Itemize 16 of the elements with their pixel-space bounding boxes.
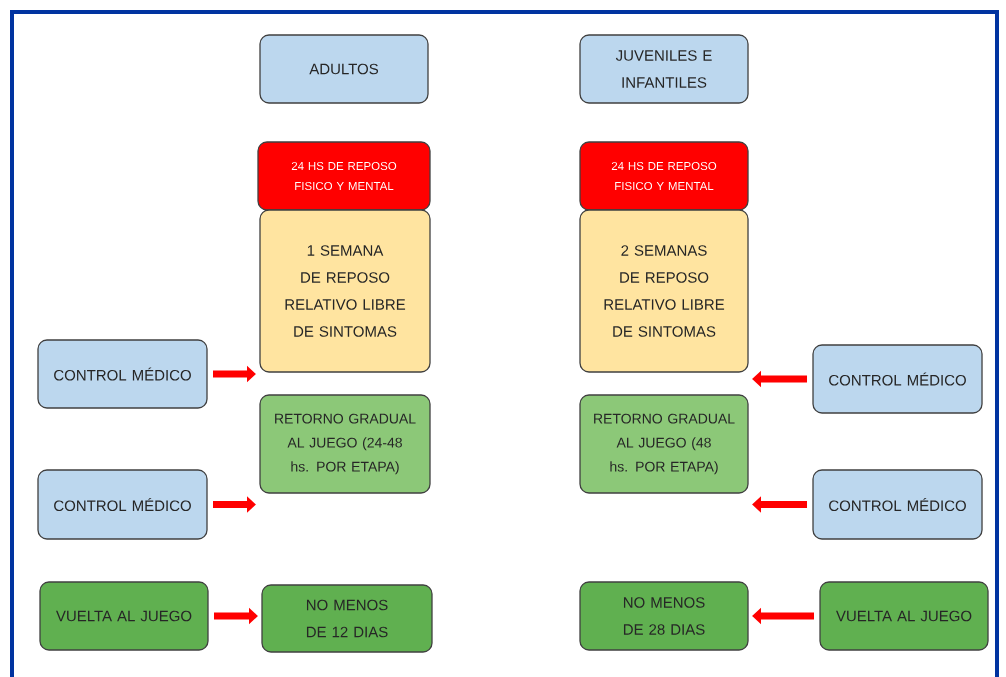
result-box: NO MENOS DE 28 DIAS: [579, 581, 749, 651]
rest-box: 1 SEMANA DE REPOSO RELATIVO LIBRE DE SINTOMAS: [259, 209, 431, 373]
category-box: CONTROL MÉDICO: [37, 469, 208, 540]
result-box: VUELTA AL JUEGO: [819, 581, 989, 651]
result-box: VUELTA AL JUEGO: [39, 581, 209, 651]
category-box: CONTROL MÉDICO: [37, 339, 208, 409]
result-box: NO MENOS DE 12 DIAS: [261, 584, 433, 653]
category-box: JUVENILES E INFANTILES: [579, 34, 749, 104]
rest-box: 24 HS DE REPOSO FISICO Y MENTAL: [257, 141, 431, 211]
rest-box: 24 HS DE REPOSO FISICO Y MENTAL: [579, 141, 749, 211]
category-box: CONTROL MÉDICO: [812, 469, 983, 540]
stage-box: RETORNO GRADUAL AL JUEGO (48 hs. POR ETAPA): [579, 394, 749, 494]
category-box: ADULTOS: [259, 34, 429, 104]
category-box: CONTROL MÉDICO: [812, 344, 983, 414]
rest-box: 2 SEMANAS DE REPOSO RELATIVO LIBRE DE SINTOMAS: [579, 209, 749, 373]
stage-box: RETORNO GRADUAL AL JUEGO (24-48 hs. POR ETAPA): [259, 394, 431, 494]
